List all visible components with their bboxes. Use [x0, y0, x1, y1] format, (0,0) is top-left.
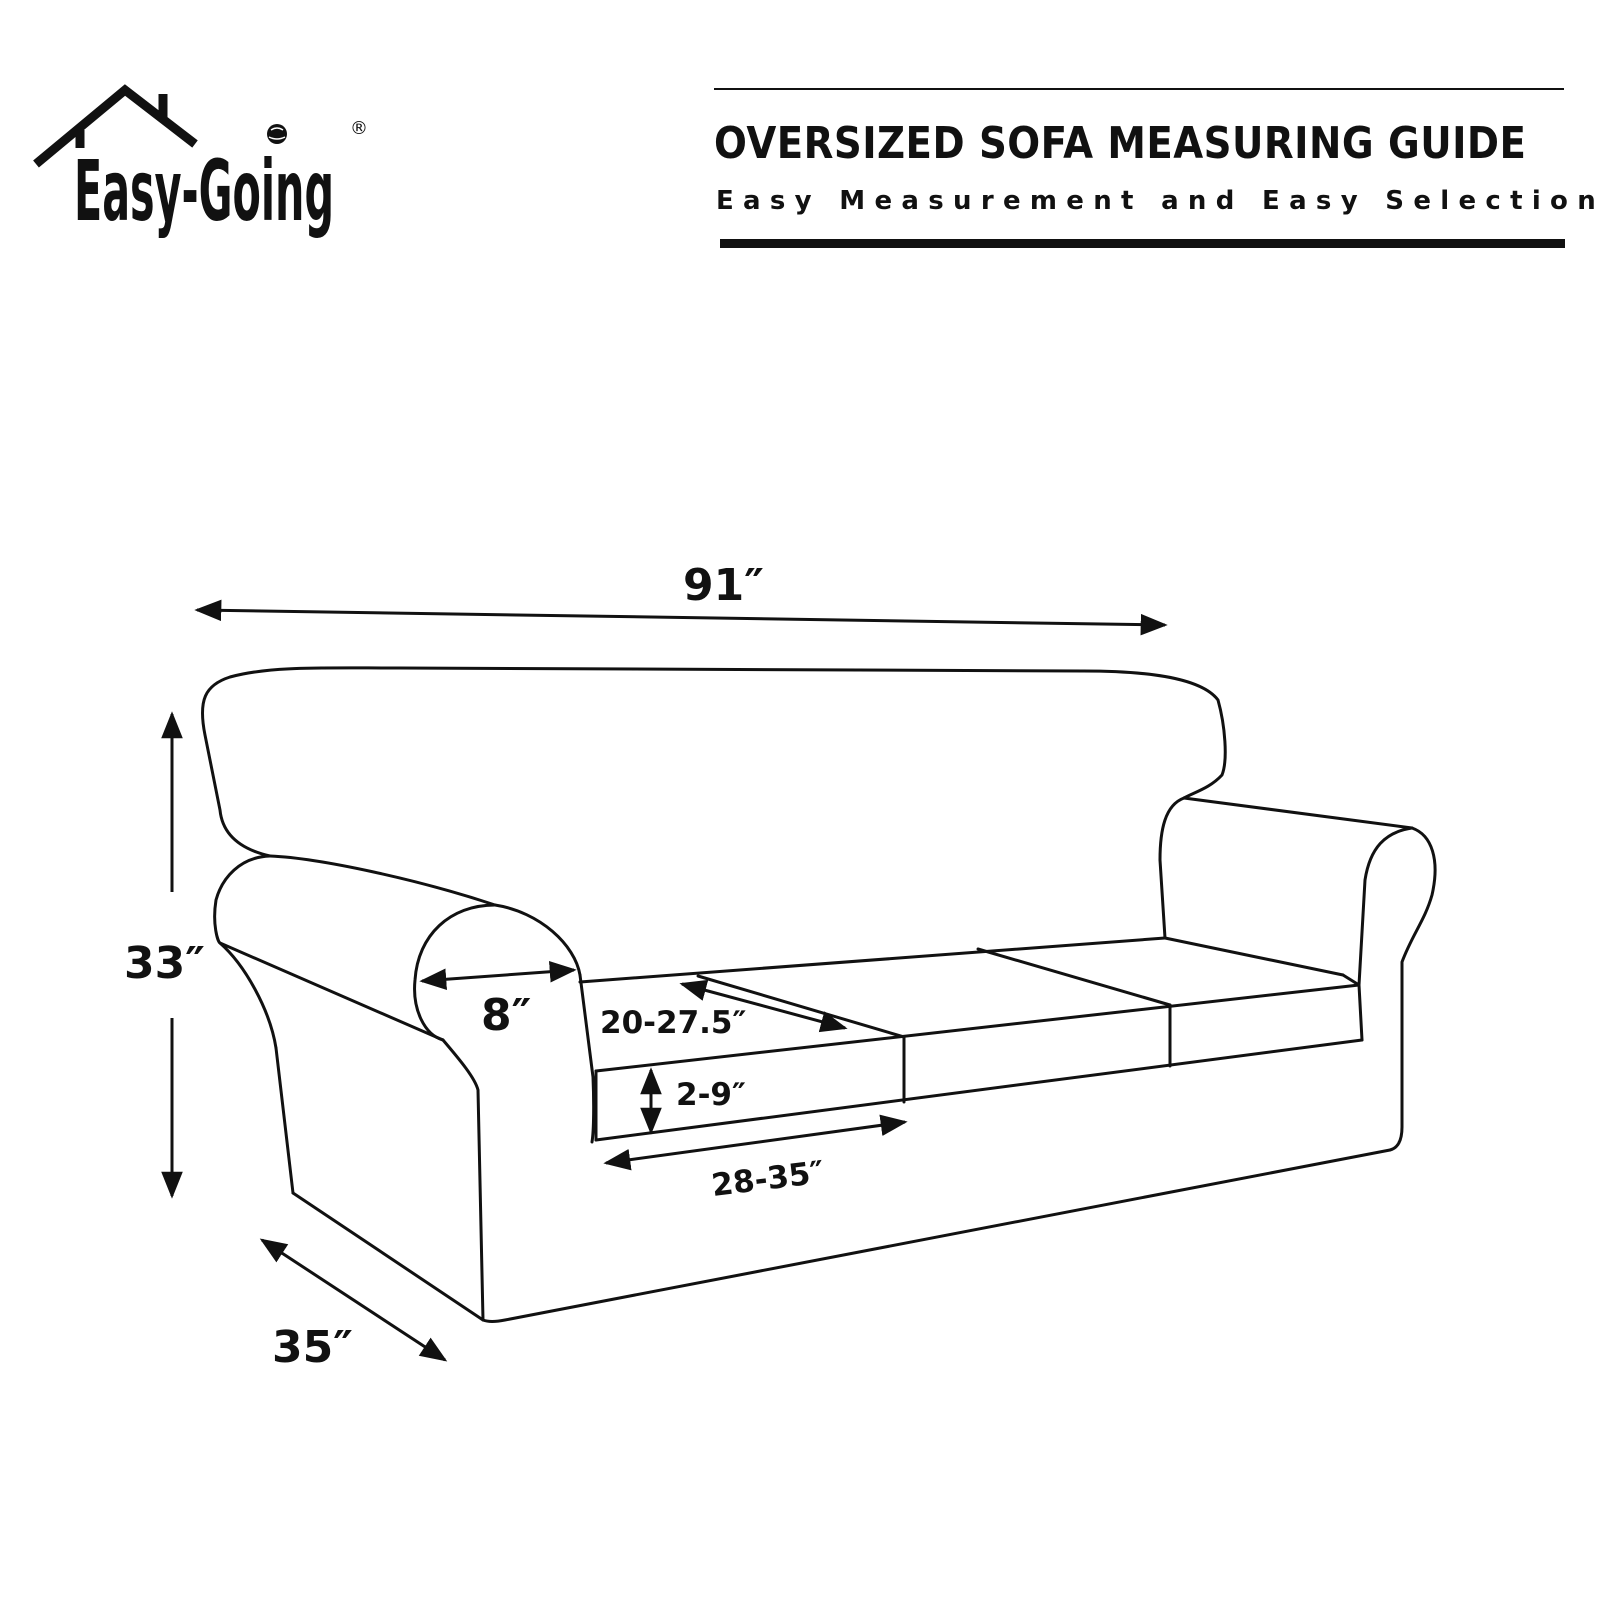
cushion-width-label: 28-35″ — [710, 1154, 827, 1204]
cushion-width-arrow — [603, 1114, 908, 1171]
seat-depth-arrow — [679, 979, 848, 1033]
globe-icon — [267, 124, 287, 144]
brand-logo: Easy-Going ® — [33, 84, 368, 240]
header-top-rule — [714, 88, 1564, 90]
header-bottom-rule — [720, 239, 1565, 248]
sofa-outline — [200, 666, 1437, 1323]
seat-depth-label: 20-27.5″ — [600, 1005, 746, 1041]
depth-arrow — [259, 1238, 448, 1362]
cushion-thickness-label: 2-9″ — [676, 1077, 746, 1113]
height-label: 33″ — [124, 938, 205, 989]
arm-width-label: 8″ — [481, 990, 531, 1041]
depth-label: 35″ — [272, 1322, 353, 1373]
page-subtitle: Easy Measurement and Easy Selection — [716, 186, 1600, 216]
width-label: 91″ — [683, 560, 764, 611]
page-title: OVERSIZED SOFA MEASURING GUIDE — [714, 118, 1527, 169]
brand-name: Easy-Going — [74, 142, 334, 240]
registered-mark: ® — [350, 118, 368, 139]
width-arrow — [194, 599, 1168, 636]
arm-width-arrow — [419, 960, 577, 991]
house-roof-icon — [33, 84, 198, 168]
